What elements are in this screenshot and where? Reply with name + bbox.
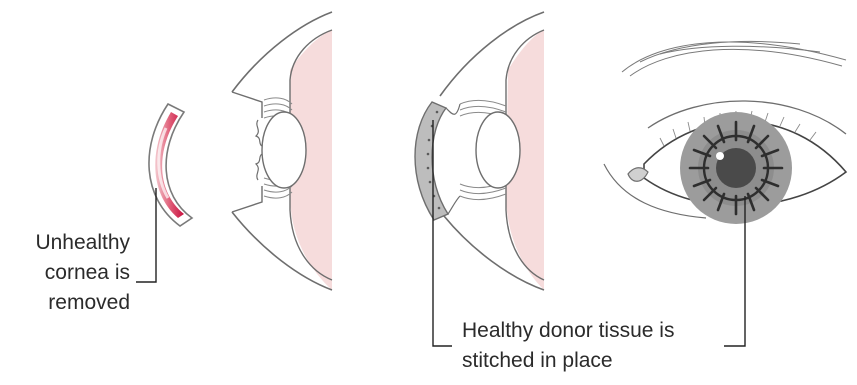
donor-cornea	[415, 102, 448, 220]
eye-front-view	[604, 41, 846, 224]
label-donor-stitched-line1: Healthy donor tissue is	[462, 316, 674, 346]
label-cornea-removed-line2: cornea is	[14, 258, 130, 288]
label-cornea-removed: Unhealthy cornea is removed	[14, 228, 130, 318]
eye-section-open	[232, 12, 332, 290]
label-donor-stitched: Healthy donor tissue is stitched in plac…	[462, 316, 674, 376]
eye-section-transplanted	[415, 12, 544, 290]
label-cornea-removed-line3: removed	[14, 288, 130, 318]
label-donor-stitched-line2: stitched in place	[462, 346, 674, 376]
label-cornea-removed-line1: Unhealthy	[14, 228, 130, 258]
